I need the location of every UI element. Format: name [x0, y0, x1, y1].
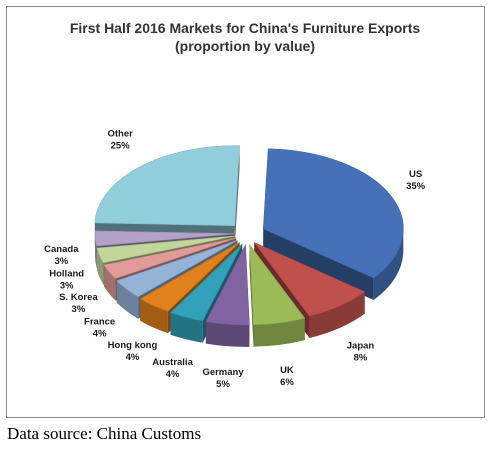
pie-slice-top-germany	[205, 243, 250, 326]
pie-slice-top-france	[116, 240, 238, 298]
pie-label-value-germany: 5%	[216, 379, 230, 390]
pie-slice-rim-holland	[97, 248, 104, 285]
pie-label-name-canada: Canada	[44, 244, 79, 255]
pie-label-value-other: 25%	[111, 140, 131, 151]
pie-label-value-holland: 3%	[60, 280, 74, 291]
pie-slice-us	[263, 148, 404, 301]
pie-label-value-japan: 8%	[354, 353, 368, 364]
pie-label-value-us: 35%	[406, 181, 426, 192]
pie-slice-top-holland	[96, 235, 236, 264]
chart-title: First Half 2016 Markets for China's Furn…	[70, 20, 421, 36]
pie-slice-top-us	[263, 148, 404, 279]
pie-slices	[94, 145, 404, 347]
pie-label-name-france: France	[84, 317, 115, 328]
chart-frame: First Half 2016 Markets for China's Furn…	[6, 6, 485, 418]
data-source-note: Data source: China Customs	[7, 424, 202, 443]
pie-slice-top-uk	[249, 243, 306, 325]
pie-slice-rim-germany	[205, 321, 250, 347]
pie-label-name-japan: Japan	[347, 341, 375, 352]
pie-label-name-s-korea: S. Korea	[59, 292, 98, 303]
pie-slice-rim-s-korea	[104, 264, 116, 301]
pie-slice-top-other	[94, 145, 240, 226]
pie-label-value-hong-kong: 4%	[126, 352, 140, 363]
pie-slice-top-australia	[169, 243, 243, 322]
pie-label-name-hong-kong: Hong kong	[108, 340, 158, 351]
pie-slice-rim-japan	[309, 291, 365, 339]
pie-label-name-us: US	[409, 169, 422, 180]
pie-label-name-other: Other	[107, 128, 133, 139]
pie-slice-top-canada	[94, 230, 236, 247]
pie-slice-uk	[249, 243, 306, 347]
pie-slice-germany	[205, 243, 250, 347]
pie-slice-rim-hong-kong	[140, 298, 168, 334]
pie-slice-rim-canada	[95, 233, 97, 268]
pie-label-name-germany: Germany	[202, 367, 244, 378]
pie-label-name-holland: Holland	[49, 268, 84, 279]
pie-slice-rim-us	[373, 228, 404, 301]
pie-chart: First Half 2016 Markets for China's Furn…	[44, 20, 425, 390]
pie-slice-top-s-korea	[103, 237, 237, 279]
chart-subtitle: (proportion by value)	[175, 38, 315, 54]
pie-label-value-uk: 6%	[280, 377, 294, 388]
pie-slice-wall-us-end	[263, 228, 374, 301]
pie-label-value-france: 4%	[93, 329, 107, 340]
pie-slice-rim-australia	[170, 312, 203, 343]
pie-label-name-uk: UK	[280, 365, 294, 376]
pie-label-value-australia: 4%	[166, 369, 180, 380]
pie-labels: US35%Japan8%UK6%Germany5%Australia4%Hong…	[44, 128, 425, 389]
pie-slice-wall-other-end	[234, 145, 240, 248]
pie-slice-top-hong-kong	[139, 242, 240, 312]
pie-slice-rim-uk	[253, 318, 305, 347]
pie-label-value-s-korea: 3%	[72, 304, 86, 315]
pie-slice-rim-france	[116, 280, 139, 319]
pie-label-name-australia: Australia	[152, 357, 193, 368]
pie-slice-top-japan	[253, 241, 366, 317]
pie-label-value-canada: 3%	[54, 256, 68, 267]
